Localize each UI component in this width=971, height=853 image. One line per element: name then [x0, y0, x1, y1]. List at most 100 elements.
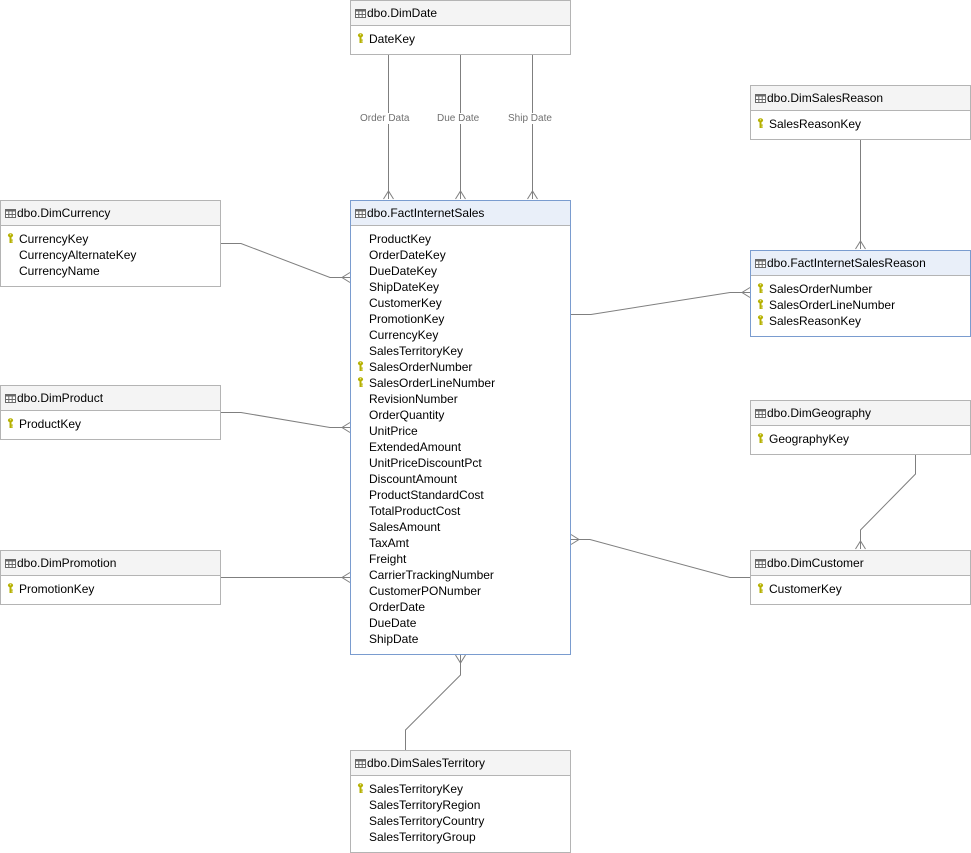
- column-name: TotalProductCost: [369, 504, 461, 518]
- table-column[interactable]: PromotionKey: [351, 311, 570, 327]
- table-header[interactable]: dbo.DimPromotion: [1, 551, 220, 576]
- relationship-sales-territory[interactable]: [405, 654, 466, 750]
- table-column[interactable]: SalesTerritoryCountry: [351, 813, 570, 829]
- relationship-fis-fisr[interactable]: [571, 287, 751, 315]
- table-column[interactable]: SalesReasonKey: [751, 313, 970, 329]
- column-name: CurrencyName: [19, 264, 100, 278]
- table-header[interactable]: dbo.DimSalesTerritory: [351, 751, 570, 776]
- table-icon: [5, 394, 16, 403]
- table-column[interactable]: PromotionKey: [1, 581, 220, 597]
- relationship-product[interactable]: [221, 412, 351, 433]
- table-header[interactable]: dbo.FactInternetSales: [351, 201, 570, 226]
- table-column[interactable]: ExtendedAmount: [351, 439, 570, 455]
- table-header[interactable]: dbo.DimDate: [351, 1, 570, 26]
- table-column[interactable]: RevisionNumber: [351, 391, 570, 407]
- table-column[interactable]: DiscountAmount: [351, 471, 570, 487]
- table-column[interactable]: CurrencyAlternateKey: [1, 247, 220, 263]
- table-column[interactable]: GeographyKey: [751, 431, 970, 447]
- column-name: ProductStandardCost: [369, 488, 484, 502]
- table-column[interactable]: CurrencyKey: [1, 231, 220, 247]
- table-column[interactable]: CustomerKey: [351, 295, 570, 311]
- table-column[interactable]: ProductKey: [351, 231, 570, 247]
- table-name: dbo.DimGeography: [767, 406, 872, 420]
- table-column[interactable]: CustomerPONumber: [351, 583, 570, 599]
- table-name: dbo.DimCustomer: [767, 556, 864, 570]
- table-name: dbo.DimProduct: [17, 391, 104, 405]
- relationship-sales-reason[interactable]: [855, 140, 866, 250]
- primary-key-icon: [7, 233, 14, 243]
- relationship-due-date[interactable]: [455, 54, 466, 200]
- primary-key-icon: [357, 783, 364, 793]
- table-column[interactable]: SalesReasonKey: [751, 116, 970, 132]
- table-column[interactable]: ProductStandardCost: [351, 487, 570, 503]
- table-name: dbo.DimCurrency: [17, 206, 111, 220]
- table-column[interactable]: DateKey: [351, 31, 570, 47]
- table-header[interactable]: dbo.DimCurrency: [1, 201, 220, 226]
- table-header[interactable]: dbo.DimSalesReason: [751, 86, 970, 111]
- table-column[interactable]: SalesOrderNumber: [351, 359, 570, 375]
- column-name: DateKey: [369, 32, 416, 46]
- table-header[interactable]: dbo.DimCustomer: [751, 551, 970, 576]
- table-column[interactable]: UnitPrice: [351, 423, 570, 439]
- table-header[interactable]: dbo.DimGeography: [751, 401, 970, 426]
- table-column[interactable]: ShipDateKey: [351, 279, 570, 295]
- relationship-geography[interactable]: [855, 455, 916, 550]
- table-column[interactable]: TaxAmt: [351, 535, 570, 551]
- relationship-label-ship-date: Ship Date: [508, 113, 552, 124]
- table-column[interactable]: OrderDate: [351, 599, 570, 615]
- table-header[interactable]: dbo.FactInternetSalesReason: [751, 251, 970, 276]
- table-column[interactable]: Freight: [351, 551, 570, 567]
- table-column[interactable]: DueDateKey: [351, 263, 570, 279]
- relationship-ship-date[interactable]: [527, 54, 538, 200]
- table-name: dbo.DimPromotion: [17, 556, 117, 570]
- column-name: ShipDateKey: [369, 280, 440, 294]
- table-column[interactable]: DueDate: [351, 615, 570, 631]
- relationship-customer[interactable]: [570, 534, 750, 578]
- table-column[interactable]: SalesTerritoryGroup: [351, 829, 570, 845]
- column-name: CarrierTrackingNumber: [369, 568, 494, 582]
- table-column[interactable]: ProductKey: [1, 416, 220, 432]
- column-name: DiscountAmount: [369, 472, 458, 486]
- table-column[interactable]: TotalProductCost: [351, 503, 570, 519]
- column-name: SalesTerritoryCountry: [369, 814, 485, 828]
- table-column[interactable]: UnitPriceDiscountPct: [351, 455, 570, 471]
- table-column[interactable]: SalesTerritoryKey: [351, 343, 570, 359]
- column-name: OrderDateKey: [369, 248, 446, 262]
- table-column[interactable]: SalesOrderLineNumber: [751, 297, 970, 313]
- table-column[interactable]: ShipDate: [351, 631, 570, 647]
- table-column[interactable]: CurrencyName: [1, 263, 220, 279]
- primary-key-icon: [357, 361, 364, 371]
- table-column[interactable]: CarrierTrackingNumber: [351, 567, 570, 583]
- column-name: CustomerKey: [369, 296, 442, 310]
- relationship-promotion[interactable]: [221, 572, 351, 583]
- table-column[interactable]: SalesAmount: [351, 519, 570, 535]
- table-column[interactable]: OrderQuantity: [351, 407, 570, 423]
- table-header[interactable]: dbo.DimProduct: [1, 386, 220, 411]
- table-column[interactable]: OrderDateKey: [351, 247, 570, 263]
- primary-key-icon: [357, 33, 364, 43]
- column-list: CustomerKey: [751, 576, 970, 597]
- table-column[interactable]: SalesOrderNumber: [751, 281, 970, 297]
- table-column[interactable]: SalesTerritoryKey: [351, 781, 570, 797]
- column-name: SalesReasonKey: [769, 117, 862, 131]
- table-column[interactable]: SalesTerritoryRegion: [351, 797, 570, 813]
- table-column[interactable]: SalesOrderLineNumber: [351, 375, 570, 391]
- table-column[interactable]: CurrencyKey: [351, 327, 570, 343]
- table-icon: [5, 209, 16, 218]
- relationship-order-date[interactable]: [383, 54, 394, 200]
- relationship-currency[interactable]: [221, 243, 351, 283]
- column-name: DueDateKey: [369, 264, 438, 278]
- column-name: CustomerPONumber: [369, 584, 482, 598]
- table-column[interactable]: CustomerKey: [751, 581, 970, 597]
- primary-key-icon: [757, 299, 764, 309]
